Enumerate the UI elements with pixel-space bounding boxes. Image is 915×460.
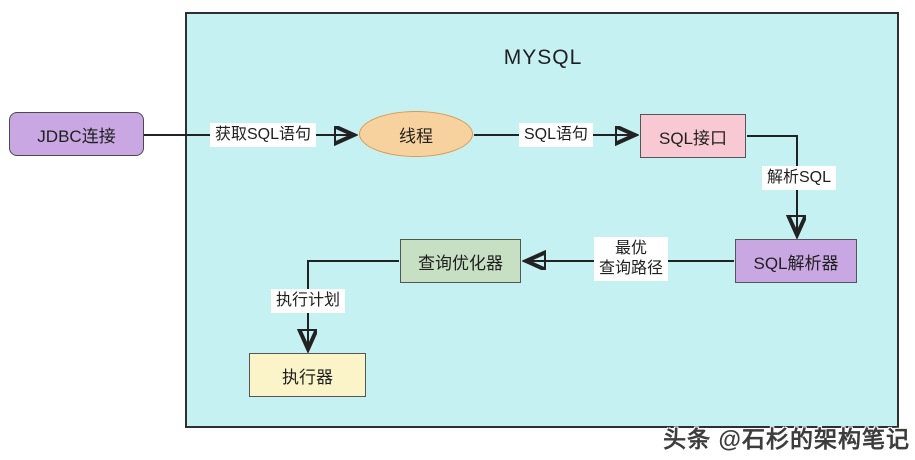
edge-label-sql-statement: SQL语句 [518, 123, 594, 147]
edge-label-optimal-path: 最优 查询路径 [593, 237, 669, 281]
watermark-text: 头条 @石杉的架构笔记 [663, 426, 910, 452]
node-sql-interface: SQL接口 [640, 114, 746, 158]
node-thread: 线程 [359, 111, 473, 157]
edge-label-get-sql: 获取SQL语句 [209, 123, 317, 147]
edge-label-optimal-path-line2: 查询路径 [598, 260, 664, 277]
edge-label-execution-plan: 执行计划 [270, 289, 346, 313]
node-jdbc-connection: JDBC连接 [9, 112, 144, 156]
arrow-optimizer-to-executor [308, 260, 399, 347]
edge-label-parse-sql: 解析SQL [761, 166, 837, 190]
arrow-interface-to-parser [747, 135, 797, 233]
edge-label-optimal-path-line1: 最优 [614, 240, 648, 257]
node-sql-parser: SQL解析器 [735, 239, 857, 283]
node-query-optimizer: 查询优化器 [400, 239, 521, 283]
diagram-title: MYSQL [503, 46, 583, 69]
node-executor: 执行器 [249, 353, 366, 397]
